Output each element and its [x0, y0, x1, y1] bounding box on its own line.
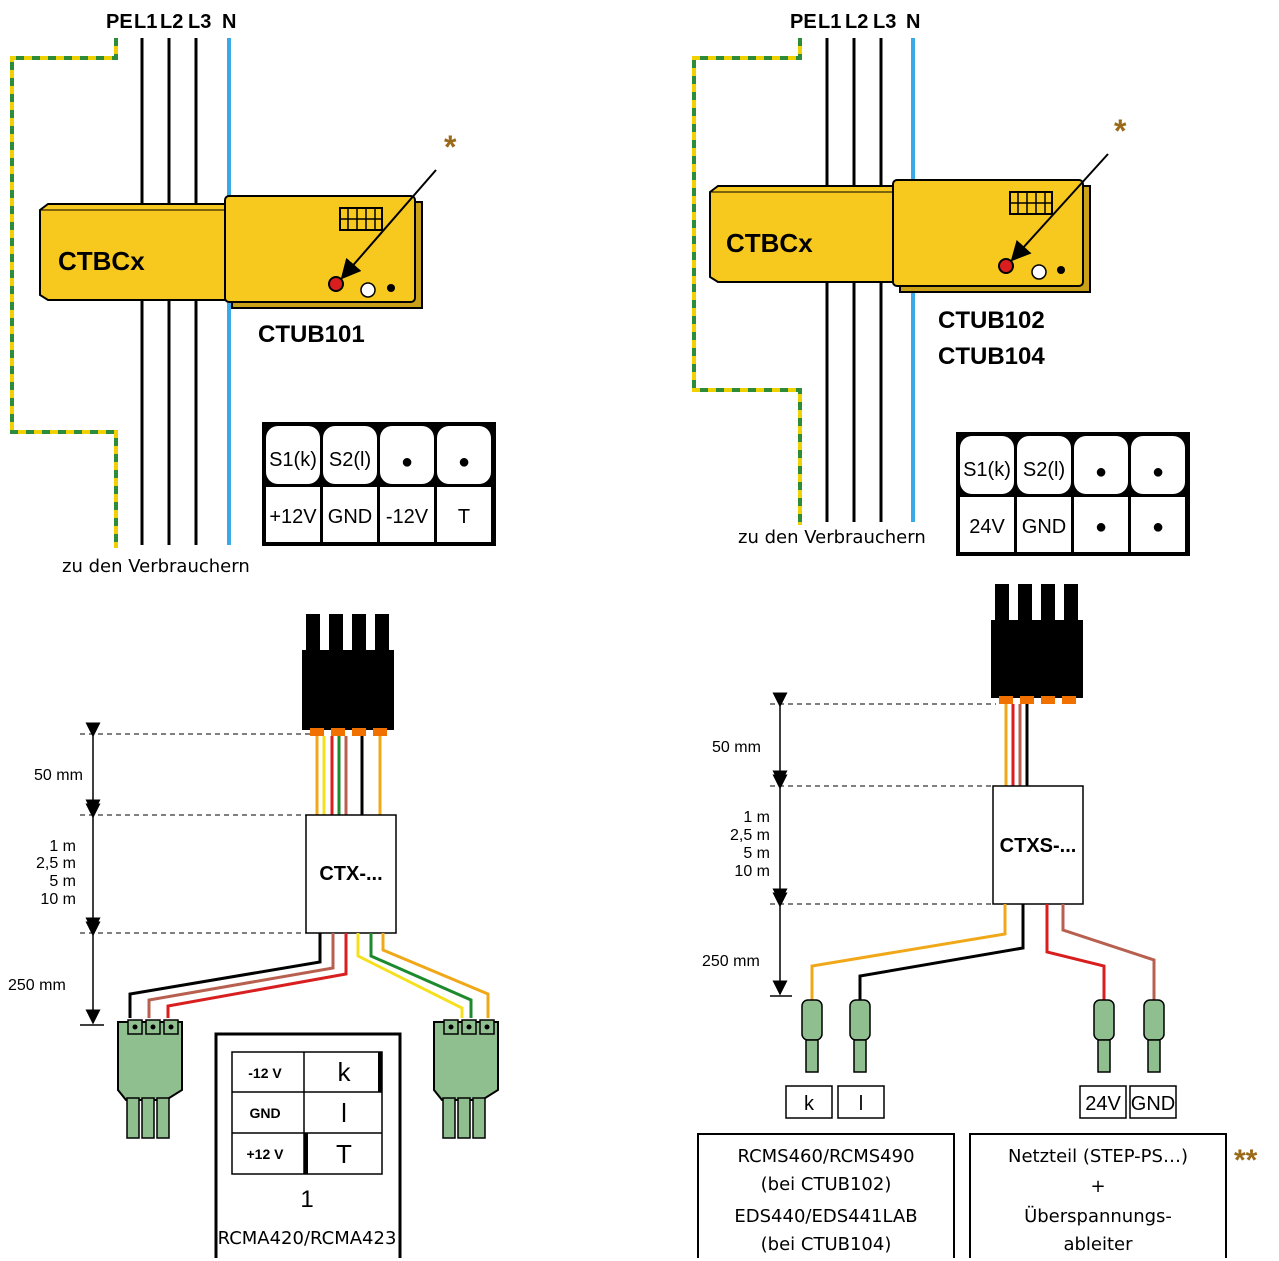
left-dim-50: 50 mm: [34, 767, 83, 784]
right-box2-line3: Überspannungs-: [1024, 1205, 1172, 1227]
left-terminal-t: T: [458, 506, 470, 528]
right-terminal-dot-1: ●: [1095, 461, 1107, 483]
right-dim-1m: 1 m: [743, 809, 770, 826]
right-box2-line1: Netzteil (STEP-PS…): [1008, 1146, 1188, 1167]
right-device-box-1: RCMS460/RCMS490 (bei CTUB102) EDS440/EDS…: [697, 1133, 955, 1258]
right-box1-line3: EDS440/EDS441LAB: [734, 1206, 917, 1227]
left-transformer-label: CTBCx: [58, 246, 145, 276]
right-ferrules: [801, 999, 1165, 1073]
right-terminal-s2: S2(l): [1023, 459, 1065, 481]
left-cable-label: CTX-...: [319, 863, 382, 885]
right-label-l3: L3: [873, 11, 896, 33]
right-conductor-labels: PE L1 L2 L3 N: [790, 11, 920, 33]
right-box1-line1: RCMS460/RCMS490: [737, 1146, 914, 1167]
right-terminal-block: S1(k) S2(l) ● ● 24V GND ● ●: [956, 432, 1190, 556]
left-terminal-minus12v: -12V: [386, 506, 429, 528]
left-table-plus12v: +12 V: [247, 1146, 285, 1162]
left-dim-10m: 10 m: [40, 891, 76, 908]
right-dim-50: 50 mm: [712, 739, 761, 756]
right-terminal-24v: 24V: [969, 516, 1005, 538]
right-asterisk: *: [1114, 113, 1127, 149]
right-box1-line2: (bei CTUB102): [761, 1174, 892, 1195]
left-label-l1: L1: [134, 11, 157, 33]
left-led-icon: [360, 282, 376, 298]
right-diagram: PE L1 L2 L3 N CTBCx: [692, 11, 1258, 1258]
left-ctx-box: [305, 814, 397, 934]
left-conductor-labels: PE L1 L2 L3 N: [106, 11, 236, 33]
right-box1-line4: (bei CTUB104): [761, 1234, 892, 1255]
left-terminal-gnd: GND: [328, 506, 372, 528]
right-ct-body: CTBCx: [709, 185, 896, 283]
right-pin-gnd: GND: [1131, 1093, 1175, 1115]
right-consumers-label: zu den Verbrauchern: [738, 527, 926, 548]
left-dim-5m: 5 m: [49, 873, 76, 890]
right-dim-2-5m: 2,5 m: [730, 827, 770, 844]
right-module-label-1: CTUB102: [938, 307, 1045, 334]
left-module-label: CTUB101: [258, 321, 365, 348]
right-device-box-2: Netzteil (STEP-PS…) + Überspannungs- abl…: [969, 1133, 1227, 1258]
left-green-plug-1: [117, 1019, 183, 1139]
right-terminal-s1: S1(k): [963, 459, 1011, 481]
left-terminal-s2: S2(l): [329, 449, 371, 471]
right-label-pe: PE: [790, 11, 817, 33]
right-terminal-dot-3: ●: [1095, 516, 1107, 538]
right-cable-label: CTXS-...: [1000, 835, 1077, 857]
right-box2-line4: ableiter: [1063, 1234, 1133, 1255]
right-ctxs-box: [992, 785, 1084, 905]
left-table-t: T: [336, 1139, 352, 1169]
left-dim-2-5m: 2,5 m: [36, 855, 76, 872]
right-adjust-button-icon: [998, 258, 1014, 274]
right-pin-24v: 24V: [1085, 1093, 1121, 1115]
right-dim-10m: 10 m: [734, 863, 770, 880]
left-diagram: PE L1 L2 L3 N CTBCx: [8, 11, 499, 1258]
left-terminal-block: S1(k) S2(l) ● ● +12V GND -12V T: [262, 422, 496, 546]
left-table-gnd: GND: [249, 1105, 280, 1121]
right-module-label-2: CTUB104: [938, 343, 1045, 370]
right-plug: [991, 584, 1083, 704]
left-table-minus12v: -12 V: [248, 1065, 282, 1081]
left-label-pe: PE: [106, 11, 133, 33]
right-box2-line2: +: [1090, 1176, 1105, 1197]
right-pin-k: k: [804, 1093, 815, 1115]
left-terminal-dot-1: ●: [401, 451, 413, 473]
left-label-n: N: [222, 11, 236, 33]
left-plug: [302, 614, 394, 736]
left-device-box: -12 V k GND l +12 V T 1 RCMA420/RCMA423: [214, 1032, 402, 1258]
left-adjust-button-icon: [328, 276, 344, 292]
right-led-small-icon: [1057, 266, 1065, 274]
right-dim-250: 250 mm: [702, 953, 760, 970]
right-transformer-label: CTBCx: [726, 228, 813, 258]
left-dim-1m: 1 m: [49, 838, 76, 855]
left-table-l: l: [341, 1098, 347, 1128]
right-terminal-gnd: GND: [1022, 516, 1066, 538]
left-green-plug-2: [433, 1019, 499, 1139]
left-terminal-s1: S1(k): [269, 449, 317, 471]
right-dim-5m: 5 m: [743, 845, 770, 862]
left-device-label: RCMA420/RCMA423: [218, 1228, 397, 1249]
left-label-l3: L3: [188, 11, 211, 33]
left-asterisk: *: [444, 129, 457, 165]
right-label-l2: L2: [845, 11, 868, 33]
left-table-index: 1: [300, 1186, 313, 1213]
right-pin-l: l: [859, 1093, 863, 1115]
left-label-l2: L2: [160, 11, 183, 33]
right-double-asterisk: **: [1234, 1144, 1258, 1177]
right-label-l1: L1: [818, 11, 841, 33]
left-module: *: [224, 129, 457, 309]
left-ct-body: CTBCx: [39, 203, 226, 301]
right-module: *: [892, 113, 1127, 293]
right-led-icon: [1031, 264, 1047, 280]
right-pin-labels: k l 24V GND: [785, 1085, 1177, 1119]
left-table-k: k: [338, 1057, 352, 1087]
right-label-n: N: [906, 11, 920, 33]
left-dim-250: 250 mm: [8, 977, 66, 994]
left-led-small-icon: [387, 284, 395, 292]
right-terminal-dot-2: ●: [1152, 461, 1164, 483]
right-terminal-dot-4: ●: [1152, 516, 1164, 538]
left-terminal-12v: +12V: [269, 506, 317, 528]
left-consumers-label: zu den Verbrauchern: [62, 556, 250, 577]
left-terminal-dot-2: ●: [458, 451, 470, 473]
